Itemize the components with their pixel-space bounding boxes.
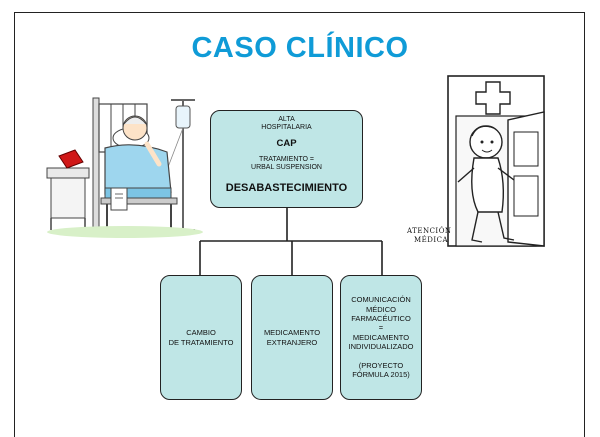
child-label: COMUNICACIÓN MÉDICO FARMACÉUTICO = MEDIC…: [348, 295, 414, 380]
root-line2: HOSPITALARIA: [261, 124, 312, 132]
child-label: CAMBIO DE TRATAMIENTO: [168, 328, 234, 347]
root-cap: CAP: [276, 138, 297, 150]
root-line1: ALTA: [278, 116, 295, 123]
atencion-caption-line2: MÉDICA: [414, 236, 449, 244]
root-treatment-line2: URBAL SUSPENSION: [251, 164, 322, 172]
child-box-comunicacion: COMUNICACIÓN MÉDICO FARMACÉUTICO = MEDIC…: [340, 275, 422, 400]
root-box: ALTA HOSPITALARIA CAP TRATAMIENTO = URBA…: [210, 110, 363, 208]
child-box-cambio: CAMBIO DE TRATAMIENTO: [160, 275, 242, 400]
atencion-caption-line1: ATENCIÓN: [407, 227, 452, 235]
medical-attention-door-illustration: [447, 75, 545, 247]
slide-title: CASO CLÍNICO: [191, 32, 409, 64]
child-box-medicamento: MEDICAMENTO EXTRANJERO: [251, 275, 333, 400]
slide-frame: [14, 12, 585, 437]
child-label: MEDICAMENTO EXTRANJERO: [263, 328, 321, 347]
root-treatment-line1: TRATAMIENTO =: [258, 155, 315, 163]
root-highlight: DESABASTECIMIENTO: [225, 182, 348, 195]
hospital-bed-patient-illustration: [46, 97, 203, 238]
